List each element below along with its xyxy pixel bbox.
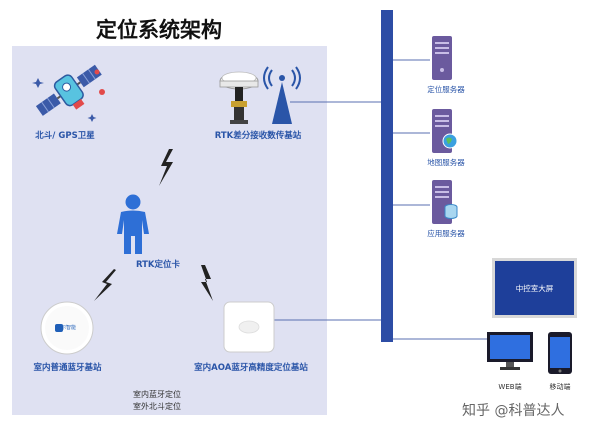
indoor-ble-label: 室内普通蓝牙基站	[33, 363, 102, 373]
app-server-icon	[432, 180, 458, 224]
aoa-beacon-icon	[223, 301, 275, 353]
wireless-link-icon	[159, 149, 173, 186]
server-label: 地图服务器	[427, 158, 465, 167]
rtk-station-label: RTK差分接收数传基站	[214, 131, 302, 141]
map-server-icon	[432, 109, 458, 153]
page-title: 定位系统架构	[96, 18, 222, 42]
screen-label: 中控室大屏	[515, 284, 554, 293]
satellite-label: 北斗/ GPS卫星	[35, 131, 95, 141]
network-bus	[381, 10, 393, 342]
person-icon	[117, 194, 149, 254]
server-label: 定位服务器	[427, 85, 465, 94]
note-line-1: 室内蓝牙定位	[133, 390, 181, 399]
signal-tower-icon	[263, 66, 301, 124]
monitor-icon	[487, 332, 533, 370]
control-room-screen	[492, 258, 577, 318]
indoor-aoa-label: 室内AOA蓝牙高精度定位基站	[194, 363, 308, 373]
wireless-link-icon	[94, 269, 116, 301]
client-label: WEB端	[498, 383, 522, 391]
card-label: RTK定位卡	[135, 260, 181, 270]
note-line-2: 室外北斗定位	[133, 402, 181, 411]
server-label: 应用服务器	[427, 229, 465, 238]
server-icon	[432, 36, 452, 80]
ble-beacon-logo: 桑尔智能	[56, 325, 77, 331]
wireless-link-icon	[201, 265, 213, 301]
client-label: 移动端	[549, 383, 571, 391]
watermark: 知乎 @科普达人	[462, 403, 565, 419]
ble-beacon-icon	[40, 301, 94, 355]
phone-icon	[548, 332, 572, 374]
rtk-antenna-icon	[219, 71, 259, 124]
satellite-icon	[32, 64, 105, 122]
